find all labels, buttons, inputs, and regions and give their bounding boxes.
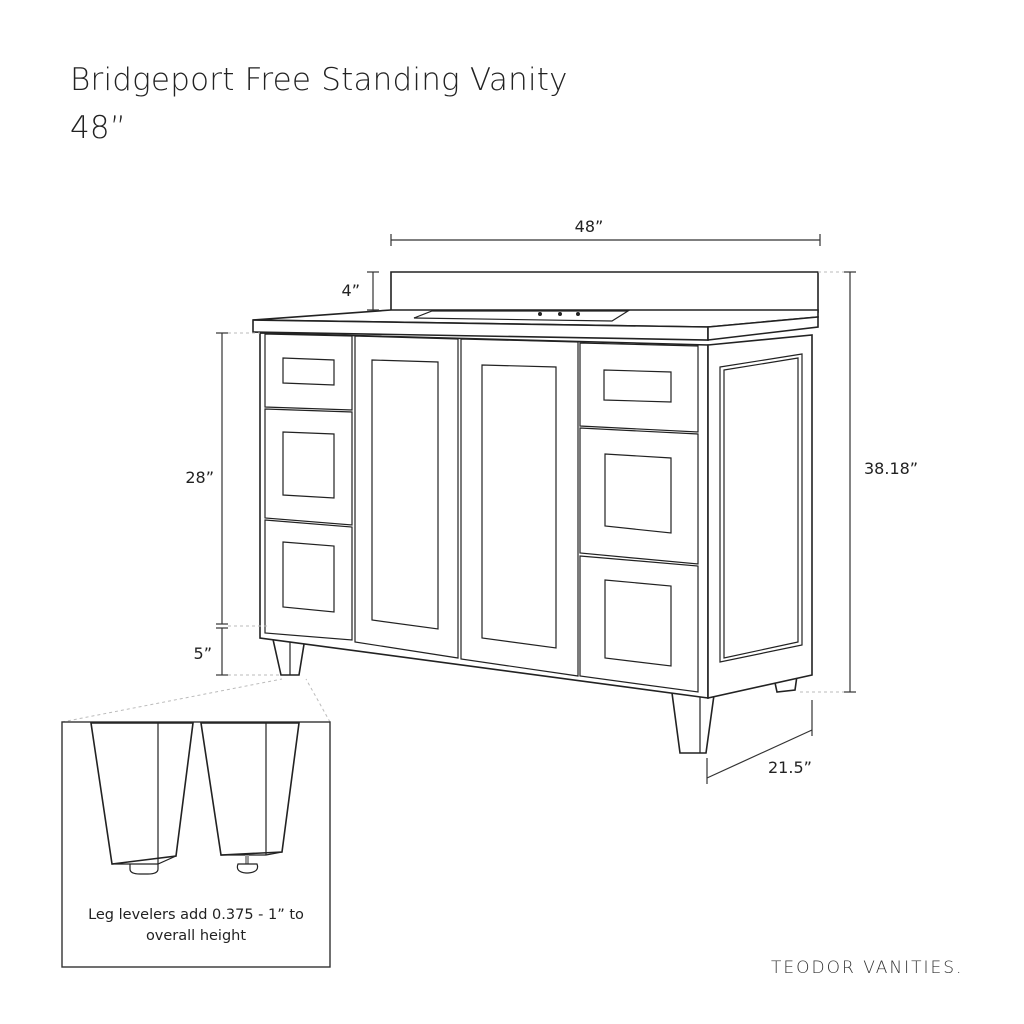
svg-text:4”: 4” (342, 281, 360, 300)
drawer-left-1 (264, 333, 353, 411)
leg-front-right (671, 692, 715, 754)
drawer-left-3 (264, 519, 353, 641)
inset-leg-right (200, 722, 300, 874)
svg-text:38.18”: 38.18” (864, 459, 918, 478)
product-title: Bridgeport Free Standing Vanity (70, 62, 568, 98)
door-left (354, 335, 459, 659)
cabinet-side (707, 334, 813, 699)
svg-text:21.5”: 21.5” (768, 758, 812, 777)
door-right (460, 338, 579, 677)
sink (413, 310, 631, 322)
width-dimension: 48” (390, 217, 821, 246)
svg-text:28”: 28” (185, 468, 214, 487)
leg-height-dimension: 5” (194, 625, 281, 676)
svg-text:48”: 48” (575, 217, 604, 236)
leg-leveler-note: Leg levelers add 0.375 - 1” to overall h… (88, 907, 304, 944)
backsplash-dimension: 4” (342, 271, 379, 311)
countertop-side (707, 316, 819, 341)
drawer-right-2 (579, 427, 699, 565)
svg-text:5”: 5” (194, 644, 212, 663)
drawer-right-3 (579, 555, 699, 693)
depth-dimension: 21.5” (706, 700, 813, 784)
overall-height-dimension: 38.18” (800, 271, 918, 693)
backsplash (390, 271, 819, 313)
side-panel (719, 353, 803, 663)
drawer-left-2 (264, 408, 353, 526)
product-size: 48” (70, 110, 127, 146)
brand-logo: TEODOR VANITIES. (771, 958, 964, 978)
cabinet-height-dimension: 28” (185, 332, 260, 625)
inset-leg-left (90, 722, 194, 875)
cabinet-front (259, 332, 709, 699)
drawer-right-1 (579, 342, 699, 433)
